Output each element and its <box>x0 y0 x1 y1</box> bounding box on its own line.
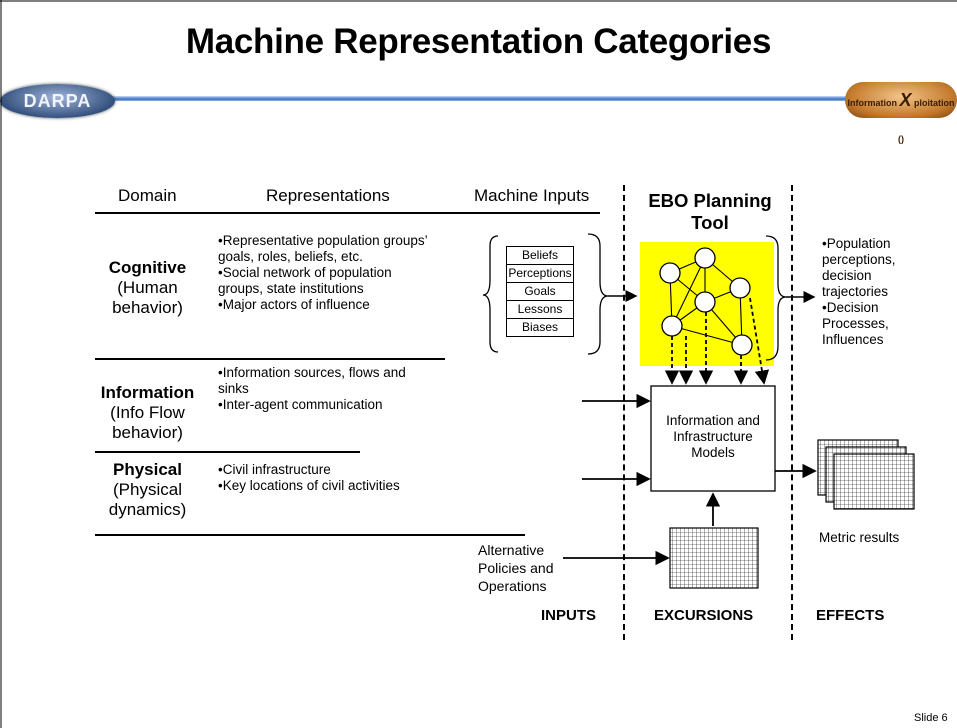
rep-line: groups, state institutions <box>218 281 364 296</box>
effects-line: decision <box>822 268 872 283</box>
domain-name: Information <box>100 383 195 402</box>
node <box>694 247 716 269</box>
rep-line: goals, roles, beliefs, etc. <box>218 249 363 264</box>
metric-results-label: Metric results <box>819 530 900 545</box>
table-rule-1 <box>95 358 445 360</box>
title-rule <box>95 96 855 101</box>
effects-line: •Population <box>822 236 891 251</box>
excursion-grid <box>669 527 759 589</box>
domain-sub: behavior) <box>112 423 183 442</box>
rep-line: •Major actors of influence <box>218 297 370 312</box>
network-nodes <box>659 247 753 356</box>
domain-sub: dynamics) <box>108 500 187 519</box>
machine-inputs-stack: Beliefs Perceptions Goals Lessons Biases <box>506 246 574 337</box>
domain-information: Information (Info Flow behavior) <box>95 383 200 443</box>
brace-left <box>482 235 499 353</box>
effects-text: •Population perceptions, decision trajec… <box>822 236 896 348</box>
ebo-title-line1: EBO Planning <box>648 190 772 211</box>
models-line: Infrastructure <box>673 429 753 444</box>
reps-cognitive: •Representative population groups’ goals… <box>218 233 428 313</box>
table-rule-3 <box>95 534 525 536</box>
domain-sub: (Info Flow <box>110 403 185 422</box>
domain-name: Physical <box>113 460 182 479</box>
header-machine-inputs: Machine Inputs <box>474 186 590 205</box>
metric-grid-front <box>833 453 915 510</box>
node <box>731 334 753 356</box>
models-line: Models <box>691 445 735 460</box>
header-domain: Domain <box>118 186 177 205</box>
effects-line: trajectories <box>822 284 889 299</box>
domain-sub: behavior) <box>112 298 183 317</box>
header-representations: Representations <box>266 186 390 205</box>
separator-inputs <box>623 185 625 640</box>
models-box <box>650 385 776 492</box>
domain-physical: Physical (Physical dynamics) <box>95 460 200 520</box>
table-rule-2 <box>95 451 360 453</box>
darpa-logo: DARPA <box>0 84 115 118</box>
table-rule-top <box>95 212 600 214</box>
policies-line: Alternative <box>478 542 545 558</box>
node <box>729 277 751 299</box>
dashed-arrows <box>664 297 770 385</box>
input-box-lessons: Lessons <box>506 301 574 319</box>
effects-line: •Decision <box>822 300 879 315</box>
effects-line: Influences <box>822 332 884 347</box>
effects-line: perceptions, <box>822 252 896 267</box>
ebo-title-line2: Tool <box>691 212 729 233</box>
reps-physical: •Civil infrastructure •Key locations of … <box>218 462 400 494</box>
section-inputs: INPUTS <box>541 607 597 624</box>
ixo-logo: Information X ploitation () <box>845 82 957 144</box>
ebo-tool-title: EBO Planning Tool <box>640 190 780 234</box>
rep-line: •Civil infrastructure <box>218 462 331 477</box>
rep-line: sinks <box>218 381 249 396</box>
rep-line: •Information sources, flows and <box>218 365 406 380</box>
node <box>661 315 683 337</box>
input-box-perceptions: Perceptions <box>506 265 574 283</box>
domain-sub: (Human <box>117 278 178 297</box>
rep-line: •Key locations of civil activities <box>218 478 400 493</box>
rep-line: •Social network of population <box>218 265 392 280</box>
input-box-biases: Biases <box>506 319 574 337</box>
input-box-goals: Goals <box>506 283 574 301</box>
models-text: Information and Infrastructure Models <box>651 413 775 461</box>
reps-information: •Information sources, flows and sinks •I… <box>218 365 406 413</box>
section-excursions: EXCURSIONS <box>654 607 754 624</box>
node <box>694 291 716 313</box>
node <box>659 262 681 284</box>
domain-name: Cognitive <box>108 258 187 277</box>
rep-line: •Representative population groups’ <box>218 233 428 248</box>
effects-line: Processes, <box>822 316 889 331</box>
separator-excursions <box>791 185 793 640</box>
policies-line: Operations <box>478 578 547 594</box>
policies-line: Policies and <box>478 560 554 576</box>
domain-sub: (Physical <box>113 480 182 499</box>
brace-right <box>587 233 609 355</box>
input-box-beliefs: Beliefs <box>506 246 574 265</box>
section-effects: EFFECTS <box>816 607 885 624</box>
models-line: Information and <box>666 413 760 428</box>
slide-number: Slide 6 <box>914 712 948 724</box>
domain-cognitive: Cognitive (Human behavior) <box>95 258 200 318</box>
rep-line: •Inter-agent communication <box>218 397 383 412</box>
alternative-policies-text: Alternative Policies and Operations <box>478 541 554 595</box>
slide-title: Machine Representation Categories <box>185 22 772 61</box>
